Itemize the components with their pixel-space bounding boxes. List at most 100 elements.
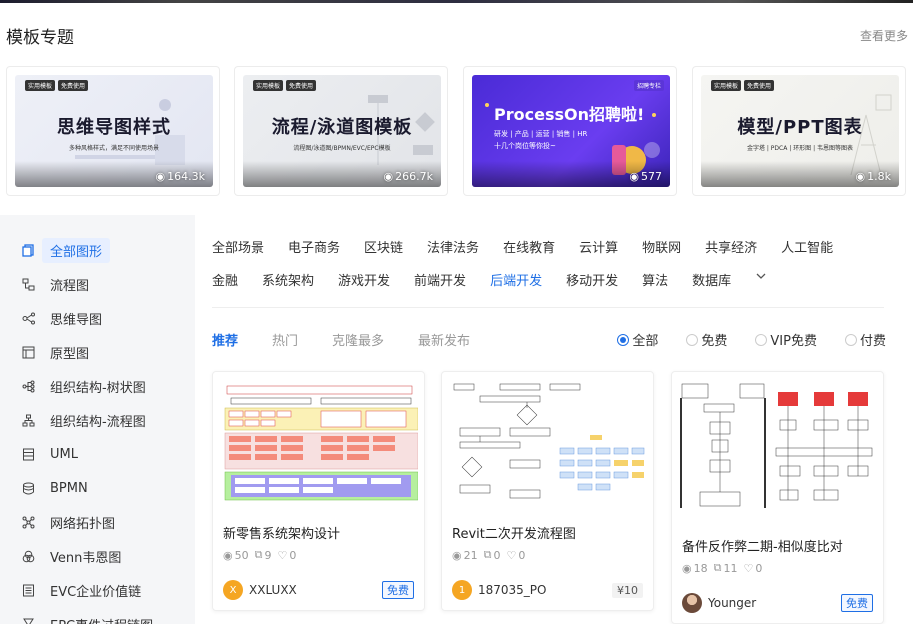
card-title[interactable]: 新零售系统架构设计 xyxy=(223,527,341,542)
template-card[interactable]: 实用模板免费使用 模型/PPT图表 金字塔 | PDCA | 环形图 | 韦恩图… xyxy=(692,66,906,196)
org-tree-icon xyxy=(21,379,35,393)
image-shade xyxy=(243,161,441,187)
badge: 免费使用 xyxy=(286,80,317,91)
avatar[interactable] xyxy=(682,593,702,613)
view-more-link[interactable]: 查看更多 xyxy=(859,29,908,43)
category-tag[interactable]: 游戏开发 xyxy=(338,274,391,289)
prototype-icon xyxy=(21,345,35,359)
flowchart-icon xyxy=(21,277,35,291)
eye-icon: ◉ xyxy=(855,170,866,183)
category-tag[interactable]: 物联网 xyxy=(642,241,682,256)
avatar[interactable]: X xyxy=(223,580,243,600)
tab-recommended[interactable]: 推荐 xyxy=(212,334,239,349)
category-tag-active[interactable]: 后端开发 xyxy=(490,274,543,289)
category-tag[interactable]: 云计算 xyxy=(579,241,619,256)
uml-icon xyxy=(21,447,35,461)
template-card[interactable]: 招聘专栏 ProcessOn招聘啦! 研发 | 产品 | 运营 | 销售 | H… xyxy=(463,66,677,196)
sidebar-item-epc[interactable]: EPC事件过程链图 xyxy=(15,607,195,624)
sidebar-item-org-flow[interactable]: 组织结构-流程图 xyxy=(15,403,195,437)
template-card[interactable]: 实用模板免费使用 思维导图样式 多种风格样式，满足不同使用场景 ◉164.3k xyxy=(6,66,220,196)
mindmap-icon xyxy=(21,311,35,325)
author-name[interactable]: XXLUXX xyxy=(249,583,297,597)
views-count: ◉266.7k xyxy=(384,170,433,183)
category-tag[interactable]: 移动开发 xyxy=(566,274,619,289)
category-tag[interactable]: 算法 xyxy=(642,274,669,289)
all-shapes-icon xyxy=(21,243,35,257)
card-title[interactable]: 备件反作弊二期-相似度比对 xyxy=(682,540,843,555)
clones-value: 9 xyxy=(264,548,272,562)
template-subtitle: 研发 | 产品 | 运营 | 销售 | HR xyxy=(494,130,588,138)
radio-icon xyxy=(755,333,768,346)
avatar[interactable]: 1 xyxy=(452,580,472,600)
views-count: ◉577 xyxy=(629,170,662,183)
sidebar-item-uml[interactable]: UML xyxy=(15,437,195,471)
tab-most-cloned[interactable]: 克隆最多 xyxy=(332,334,385,349)
like-icon: ♡ xyxy=(743,561,754,575)
card-title[interactable]: Revit二次开发流程图 xyxy=(452,527,576,542)
card-thumbnail xyxy=(680,380,877,518)
sidebar-item-label: EPC事件过程链图 xyxy=(50,615,153,624)
card-stats: ◉50 ⧉9 ♡0 xyxy=(223,548,296,562)
category-tag[interactable]: 数据库 xyxy=(692,274,732,289)
category-tag[interactable]: 法律法务 xyxy=(427,241,480,256)
category-tag[interactable]: 金融 xyxy=(212,274,239,289)
eye-icon: ◉ xyxy=(682,561,692,575)
bpmn-icon xyxy=(21,481,35,495)
chevron-down-icon[interactable] xyxy=(755,270,767,282)
template-title: ProcessOn招聘啦! xyxy=(494,105,645,124)
price-badge: ¥10 xyxy=(612,582,643,598)
sidebar-item-all[interactable]: 全部图形 xyxy=(15,233,195,267)
diagram-card[interactable]: 备件反作弊二期-相似度比对 ◉18 ⧉11 ♡0 Younger 免费 xyxy=(671,371,884,624)
likes-value: 0 xyxy=(755,561,763,575)
card-footer: 1 187035_PO ¥10 xyxy=(452,580,643,600)
views-count: ◉1.8k xyxy=(856,170,891,183)
filter-all-radio[interactable]: 全部 xyxy=(617,330,658,349)
main-area: 全部图形 流程图 思维导图 原型图 组织结构-树状图 组织结构-流程图 UML xyxy=(0,215,913,624)
sidebar-item-label: 组织结构-流程图 xyxy=(50,414,146,430)
category-tag[interactable]: 在线教育 xyxy=(503,241,556,256)
category-tag[interactable]: 电子商务 xyxy=(288,241,341,256)
clone-icon: ⧉ xyxy=(254,548,263,561)
template-card[interactable]: 实用模板免费使用 流程/泳道图模板 流程图/泳道图/BPMN/EVC/EPC模板… xyxy=(234,66,448,196)
category-tag[interactable]: 人工智能 xyxy=(781,241,834,256)
filter-paid-radio[interactable]: 付费 xyxy=(844,330,886,349)
eye-icon: ◉ xyxy=(383,170,394,183)
category-tag[interactable]: 系统架构 xyxy=(262,274,315,289)
filter-vip-free-radio[interactable]: VIP免费 xyxy=(755,330,817,349)
sidebar-item-mindmap[interactable]: 思维导图 xyxy=(15,301,195,335)
sidebar-item-label: 全部图形 xyxy=(42,237,111,263)
image-shade xyxy=(15,161,213,187)
price-filters: 全部 免费 VIP免费 付费 xyxy=(589,330,886,349)
card-footer: Younger 免费 xyxy=(682,593,873,613)
category-tag[interactable]: 区块链 xyxy=(364,241,404,256)
epc-icon xyxy=(21,617,35,624)
diagram-card[interactable]: 新零售系统架构设计 ◉50 ⧉9 ♡0 X XXLUXX 免费 xyxy=(212,371,425,611)
filter-free-radio[interactable]: 免费 xyxy=(686,330,727,349)
template-image: 实用模板免费使用 思维导图样式 多种风格样式，满足不同使用场景 ◉164.3k xyxy=(15,75,213,187)
sidebar-item-prototype[interactable]: 原型图 xyxy=(15,335,195,369)
views-value: 21 xyxy=(463,548,478,562)
template-subtitle-2: 十几个岗位等你投~ xyxy=(494,142,556,150)
diagram-card[interactable]: Revit二次开发流程图 ◉21 ⧉0 ♡0 1 187035_PO ¥10 xyxy=(441,371,654,611)
section-title: 模板专题 xyxy=(6,28,74,48)
card-footer: X XXLUXX 免费 xyxy=(223,580,414,600)
sidebar-item-org-tree[interactable]: 组织结构-树状图 xyxy=(15,369,195,403)
template-subtitle: 多种风格样式，满足不同使用场景 xyxy=(68,145,159,152)
category-tag[interactable]: 前端开发 xyxy=(414,274,467,289)
tab-hot[interactable]: 热门 xyxy=(272,334,299,349)
sidebar-item-evc[interactable]: EVC企业价值链 xyxy=(15,573,195,607)
tab-latest[interactable]: 最新发布 xyxy=(418,334,471,349)
category-tag[interactable]: 全部场景 xyxy=(212,241,265,256)
author-name[interactable]: Younger xyxy=(708,596,757,610)
sidebar-item-flowchart[interactable]: 流程图 xyxy=(15,267,195,301)
sidebar-item-bpmn[interactable]: BPMN xyxy=(15,471,195,505)
radio-label: 付费 xyxy=(859,334,886,349)
sidebar-item-network[interactable]: 网络拓扑图 xyxy=(15,505,195,539)
sidebar-item-label: EVC企业价值链 xyxy=(50,584,142,600)
author-name[interactable]: 187035_PO xyxy=(478,583,547,597)
clones-value: 0 xyxy=(493,548,501,562)
sidebar-item-label: UML xyxy=(50,446,78,462)
category-tag[interactable]: 共享经济 xyxy=(705,241,758,256)
sidebar-item-venn[interactable]: Venn韦恩图 xyxy=(15,539,195,573)
views-value: 50 xyxy=(234,548,249,562)
